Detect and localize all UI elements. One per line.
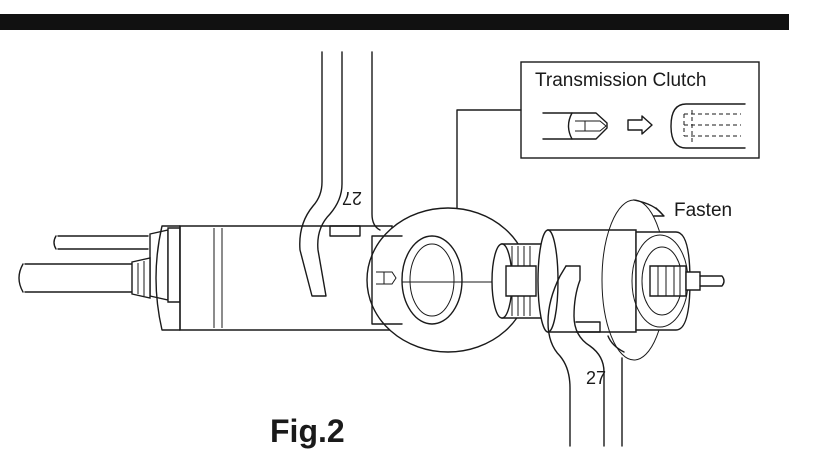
fasten-label: Fasten xyxy=(674,200,732,221)
callout-leader-line xyxy=(456,109,522,210)
transmission-clutch-callout: Transmission Clutch xyxy=(520,61,760,159)
callout-box xyxy=(520,61,760,159)
end-cap xyxy=(631,231,725,331)
cables xyxy=(18,235,149,293)
right-arrow-icon xyxy=(627,115,653,135)
wrench-bottom: 27 xyxy=(547,265,623,447)
header-bar xyxy=(0,14,789,30)
wrench-top: 27 xyxy=(299,51,381,297)
clutch-housing-icon xyxy=(670,103,746,149)
threaded-adapter xyxy=(491,243,549,319)
clutch-part-icon xyxy=(542,112,608,140)
figure-caption: Fig.2 xyxy=(270,413,345,449)
right-pipe-body xyxy=(537,229,637,333)
wrench-size-label-top: 27 xyxy=(342,188,362,208)
left-pipe-body xyxy=(155,225,393,331)
wrench-size-label-bottom: 27 xyxy=(586,368,606,388)
callout-title: Transmission Clutch xyxy=(535,70,706,91)
